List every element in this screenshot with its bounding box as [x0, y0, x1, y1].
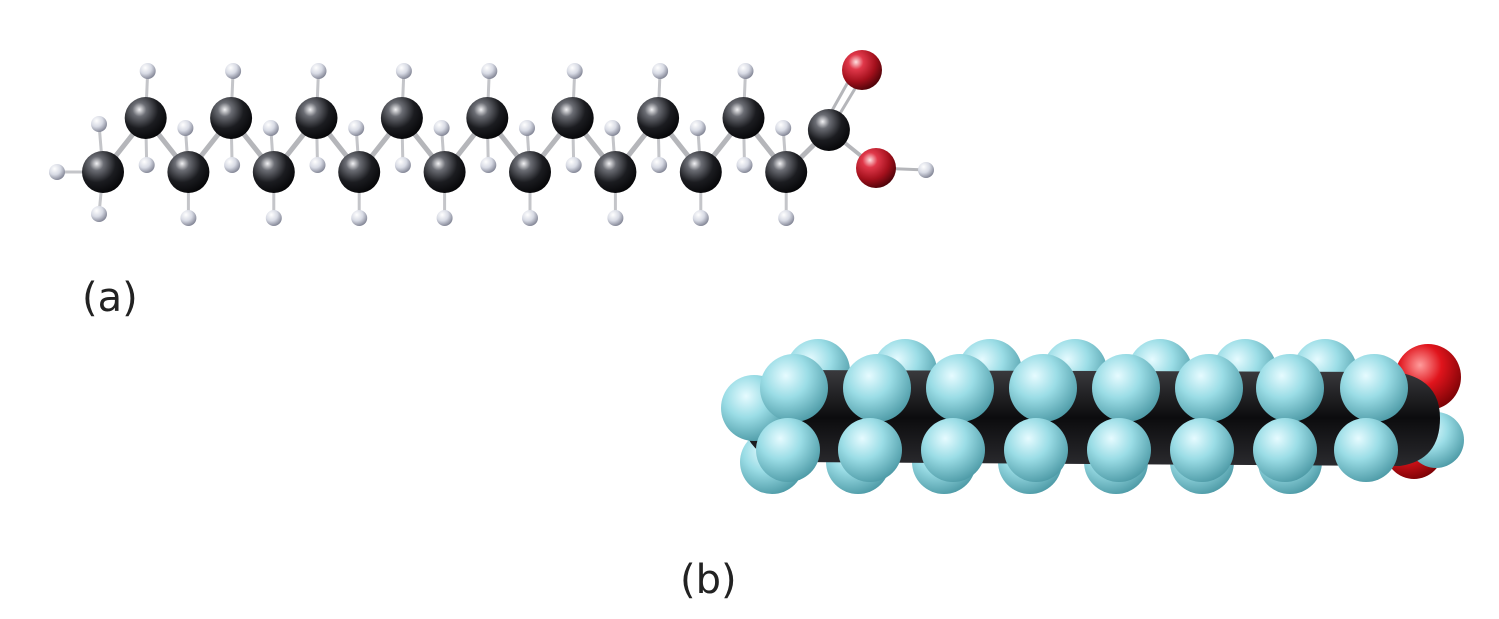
- carbon-atom: [637, 97, 680, 139]
- hydrogen-atom: [519, 120, 535, 136]
- hydrogen-atom: [394, 157, 411, 173]
- hydrogen-atom: [351, 210, 368, 226]
- hydrogen-atom: [139, 63, 156, 79]
- hydrogen-atom: [566, 63, 583, 79]
- hydrogen-atom: [224, 157, 241, 173]
- hydrogen-atom: [1092, 354, 1160, 422]
- carbon-atom: [167, 151, 210, 193]
- hydrogen-atom: [736, 157, 753, 173]
- hydrogen-atom: [692, 210, 709, 226]
- hydrogen-atom: [310, 63, 327, 79]
- carbon-atom: [466, 97, 509, 139]
- carbon-atom: [124, 97, 167, 139]
- hydrogen-atom: [480, 157, 497, 173]
- hydrogen-atom: [436, 210, 453, 226]
- carbon-atom: [679, 151, 722, 193]
- ball-and-stick-model: [49, 50, 934, 226]
- hydrogen-atom: [737, 63, 754, 79]
- hydrogen-atom: [1087, 418, 1151, 482]
- hydrogen-atom: [433, 120, 450, 136]
- hydrogen-atom: [49, 164, 65, 180]
- hydrogen-atom: [565, 157, 582, 173]
- hydrogen-atom: [843, 354, 911, 422]
- hydrogen-atom: [91, 206, 107, 222]
- hydrogen-atom: [395, 63, 412, 79]
- hydrogen-atom: [348, 120, 365, 136]
- hydrogen-atom: [91, 116, 107, 132]
- carbon-atom: [594, 151, 637, 193]
- hydrogen-atom: [689, 120, 706, 136]
- carbon-atom: [722, 97, 765, 139]
- hydrogen-atom: [1004, 418, 1068, 482]
- hydrogen-atom: [918, 162, 934, 178]
- oxygen-atom: [842, 50, 882, 90]
- hydrogen-atom: [604, 120, 621, 136]
- hydrogen-atom: [1253, 418, 1317, 482]
- hydrogen-atom: [775, 120, 792, 136]
- carbon-atom: [210, 97, 253, 139]
- carbon-atom: [252, 151, 295, 193]
- carbon-atom: [509, 151, 551, 193]
- bonds: [57, 65, 927, 218]
- hydrogen-atom: [926, 354, 994, 422]
- hydrogen-atom: [607, 210, 624, 226]
- space-filling-model: [721, 339, 1464, 494]
- hydrogen-atom: [1009, 354, 1077, 422]
- hydrogen-atom: [265, 210, 282, 226]
- carbon-atom: [380, 97, 423, 139]
- carbon-atom: [807, 109, 850, 151]
- carbon-atom: [551, 97, 594, 139]
- hydrogen-atoms: [49, 63, 934, 226]
- hydrogen-atom: [309, 157, 326, 173]
- carbon-atom: [765, 151, 808, 193]
- hydrogen-atom: [1334, 418, 1398, 482]
- hydrogen-atom: [1170, 418, 1234, 482]
- hydrogen-atom: [138, 157, 155, 173]
- panel-label-b: (b): [680, 557, 737, 603]
- hydrogen-atom: [756, 418, 820, 482]
- hydrogen-atom: [180, 210, 197, 226]
- hydrogen-atom: [522, 210, 538, 226]
- hydrogen-atom: [778, 210, 795, 226]
- hydrogen-atom: [262, 120, 279, 136]
- hydrogen-atom: [1256, 354, 1324, 422]
- carbon-atom: [338, 151, 381, 193]
- hydrogen-atom: [921, 418, 985, 482]
- oxygen-atom: [856, 148, 896, 188]
- hydrogen-atom: [838, 418, 902, 482]
- hydrogen-atom: [1340, 354, 1408, 422]
- hydrogen-atom: [651, 157, 668, 173]
- carbon-and-oxygen-atoms: [82, 50, 896, 193]
- hydrogen-atom: [1175, 354, 1243, 422]
- hydrogen-atom: [177, 120, 194, 136]
- carbon-atom: [82, 151, 124, 193]
- carbon-atom: [295, 97, 338, 139]
- hydrogen-atom: [652, 63, 669, 79]
- hydrogen-atom: [760, 354, 828, 422]
- hydrogen-atom: [481, 63, 498, 79]
- panel-label-a: (a): [82, 275, 138, 321]
- carbon-atom: [423, 151, 466, 193]
- hydrogen-atom: [225, 63, 242, 79]
